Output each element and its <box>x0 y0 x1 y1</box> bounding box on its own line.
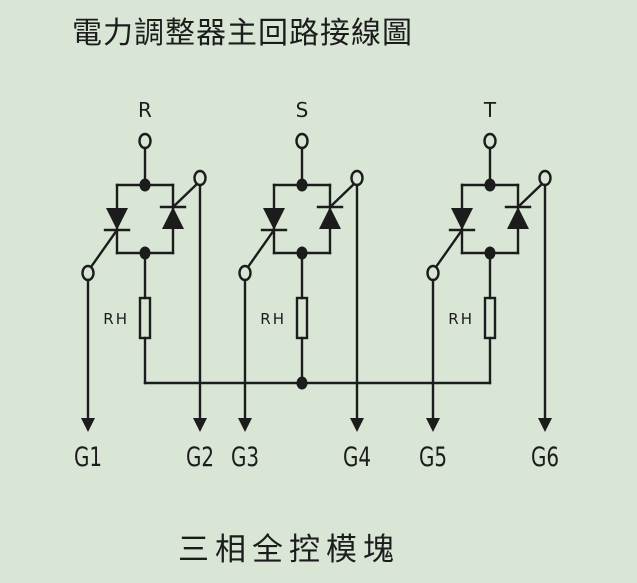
arrow-down-icon <box>238 418 252 432</box>
arrow-down-icon <box>350 418 364 432</box>
gate-label: G4 <box>343 441 371 473</box>
phase-terminal <box>138 132 152 150</box>
phase-terminal <box>483 132 497 150</box>
phase-label: R <box>138 98 152 122</box>
gate-terminal <box>538 169 552 187</box>
resistor-label: RH <box>448 310 474 328</box>
phase-terminal <box>295 132 309 150</box>
phase-r: R RH G1 G2 <box>74 98 214 473</box>
gate-terminal <box>350 169 364 187</box>
gate-lead <box>434 228 464 269</box>
gate-lead <box>328 182 356 209</box>
scr-up-icon <box>162 207 184 229</box>
arrow-down-icon <box>426 418 440 432</box>
arrow-down-icon <box>538 418 552 432</box>
gate-terminal <box>426 264 440 282</box>
resistor-label: RH <box>260 310 286 328</box>
arrow-down-icon <box>81 418 95 432</box>
phase-label: T <box>483 98 497 122</box>
diagram-subtitle: 三相全控模塊 <box>178 532 400 568</box>
scr-down-icon <box>263 208 285 230</box>
top-node-dot <box>484 178 496 192</box>
bus-junction-dot <box>296 376 308 390</box>
gate-label: G6 <box>531 441 559 473</box>
gate-lead <box>171 182 199 209</box>
top-node-dot <box>296 178 308 192</box>
resistor-icon <box>138 296 152 340</box>
scr-down-icon <box>106 208 128 230</box>
gate-label: G1 <box>74 441 102 473</box>
phase-s: S RH G3 G4 <box>231 98 371 473</box>
scr-up-icon <box>319 207 341 229</box>
phase-t: T RH G5 G6 <box>419 98 559 473</box>
diagram-title: 電力調整器主回路接線圖 <box>72 16 413 51</box>
gate-label: G2 <box>186 441 214 473</box>
gate-lead <box>89 228 119 269</box>
resistor-label: RH <box>103 310 129 328</box>
gate-lead <box>516 182 544 209</box>
scr-down-icon <box>451 208 473 230</box>
top-node-dot <box>139 178 151 192</box>
gate-label: G5 <box>419 441 447 473</box>
resistor-icon <box>295 296 309 340</box>
phase-label: S <box>296 98 309 122</box>
gate-lead <box>246 228 276 269</box>
resistor-icon <box>483 296 497 340</box>
scr-up-icon <box>507 207 529 229</box>
gate-label: G3 <box>231 441 259 473</box>
arrow-down-icon <box>193 418 207 432</box>
gate-terminal <box>81 264 95 282</box>
gate-terminal <box>238 264 252 282</box>
gate-terminal <box>193 169 207 187</box>
